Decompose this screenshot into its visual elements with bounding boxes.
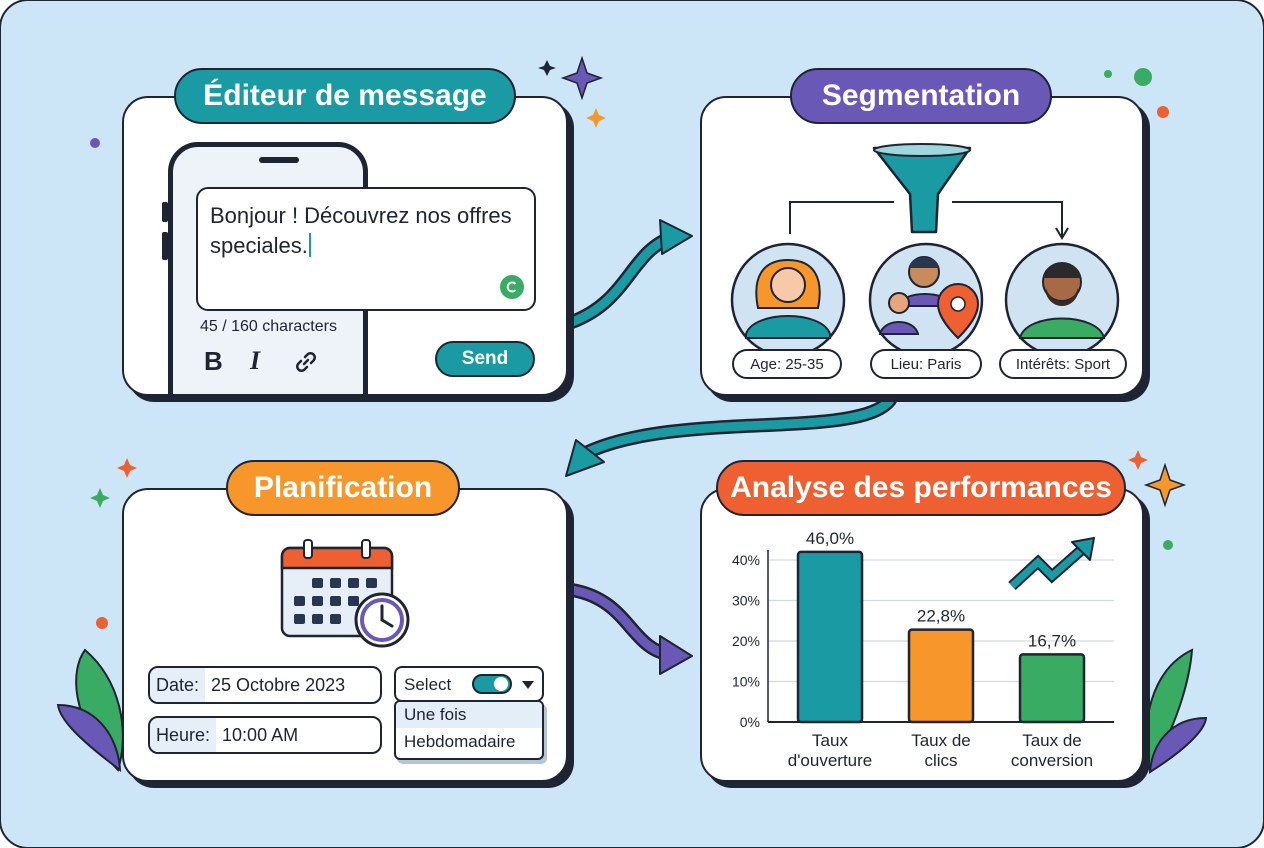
time-label: Heure: <box>150 718 217 752</box>
category-label: Taux de <box>911 731 971 750</box>
time-field[interactable]: Heure: 10:00 AM <box>148 716 382 754</box>
category-label: Taux <box>812 731 848 750</box>
segmentation-graphic <box>730 143 1120 358</box>
arrow-editor-to-segmentation <box>565 219 693 329</box>
message-text: Bonjour ! Découvrez nos offres speciales… <box>210 203 512 258</box>
link-button[interactable] <box>292 348 320 376</box>
data-label: 46,0% <box>806 529 854 548</box>
analysis-title-text: Analyse des performances <box>730 471 1112 504</box>
category-label: d'ouverture <box>788 751 873 770</box>
location-avatar-icon <box>868 242 984 358</box>
y-tick-label: 40% <box>732 552 760 568</box>
y-tick-label: 20% <box>732 633 760 649</box>
segmentation-title-text: Segmentation <box>821 79 1021 112</box>
segment-location-badge: Lieu: Paris <box>870 349 982 379</box>
chevron-down-icon <box>522 681 534 689</box>
calendar-icon <box>280 539 410 648</box>
editor-title: Éditeur de message <box>174 68 516 124</box>
man-avatar-icon <box>1004 242 1120 358</box>
bold-icon: B <box>204 346 223 376</box>
right-leaves-icon <box>1145 648 1208 774</box>
phone-side-button <box>162 232 168 260</box>
data-label: 16,7% <box>1028 631 1076 650</box>
option-weekly[interactable]: Hebdomadaire <box>404 732 516 751</box>
woman-avatar-icon <box>730 242 846 358</box>
time-value: 10:00 AM <box>222 724 299 745</box>
message-input[interactable]: Bonjour ! Découvrez nos offres speciales… <box>196 187 536 311</box>
send-button[interactable]: Send <box>435 341 535 377</box>
data-label: 22,8% <box>917 607 965 626</box>
phone-notch <box>259 157 299 163</box>
y-tick-label: 10% <box>732 674 760 690</box>
category-label: conversion <box>1011 751 1093 770</box>
decor-dots <box>90 68 1173 629</box>
arrow-planning-to-analysis <box>565 583 693 675</box>
left-leaves-icon <box>56 648 124 773</box>
italic-icon: I <box>250 346 261 375</box>
phone-side-button <box>162 202 168 222</box>
editor-card: Bonjour ! Découvrez nos offres speciales… <box>122 96 568 396</box>
char-count: 45 / 160 characters <box>200 318 337 335</box>
segmentation-title: Segmentation <box>790 68 1052 124</box>
segmentation-card: Age: 25-35 Lieu: Paris Intérêts: Sport <box>700 96 1144 396</box>
send-label: Send <box>461 348 509 369</box>
performance-chart: 0% 10% 20% 30% 40% 46,0% 22,8% 16,7% Tauxd'ouv… <box>732 529 1114 770</box>
segment-interests-badge: Intérêts: Sport <box>999 349 1127 379</box>
bar <box>907 628 975 724</box>
toggle-knob <box>494 677 508 691</box>
planning-title-text: Planification <box>253 471 433 504</box>
text-cursor <box>308 233 311 257</box>
date-value: 25 Octobre 2023 <box>211 674 346 695</box>
category-label: Taux de <box>1022 731 1082 750</box>
bold-button[interactable]: B <box>204 346 230 376</box>
frequency-select[interactable]: Select <box>394 666 544 702</box>
select-label: Select <box>404 675 452 694</box>
y-tick-label: 0% <box>740 714 760 730</box>
planning-title: Planification <box>226 460 460 516</box>
date-field[interactable]: Date: 25 Octobre 2023 <box>148 666 382 704</box>
segment-age-badge: Age: 25-35 <box>732 349 842 379</box>
bar <box>796 550 864 724</box>
sparkle-icon <box>90 55 1187 508</box>
toggle-switch[interactable] <box>472 674 512 694</box>
bar <box>1018 653 1086 724</box>
trend-up-icon <box>1008 537 1095 591</box>
arrow-segmentation-to-planning <box>565 393 897 477</box>
planning-card: Date: 25 Octobre 2023 Heure: 10:00 AM Se… <box>122 488 568 782</box>
editor-title-text: Éditeur de message <box>203 79 487 112</box>
funnel-icon <box>872 143 972 234</box>
grammar-check-icon[interactable] <box>500 275 524 299</box>
frequency-dropdown-menu: Une fois Hebdomadaire <box>394 700 544 760</box>
date-label: Date: <box>150 668 206 702</box>
link-icon <box>296 352 316 372</box>
category-label: clics <box>924 751 957 770</box>
y-tick-label: 30% <box>732 593 760 609</box>
analysis-title: Analyse des performances <box>716 460 1126 516</box>
italic-button[interactable]: I <box>250 346 276 376</box>
option-once[interactable]: Une fois <box>396 702 542 728</box>
